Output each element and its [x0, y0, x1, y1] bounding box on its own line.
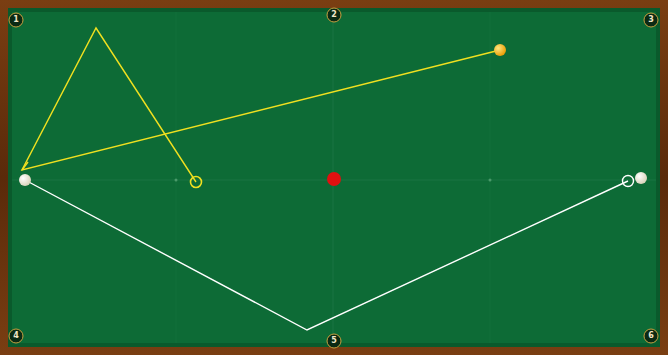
- cue-ball: [635, 172, 647, 184]
- pockets: [9, 8, 658, 348]
- spot: [175, 179, 178, 182]
- pocket-number: 4: [13, 332, 19, 340]
- cue-ball-path: [25, 180, 628, 330]
- spot: [489, 179, 492, 182]
- red-ball: [327, 172, 341, 186]
- pocket-number: 6: [648, 332, 654, 340]
- pocket-number: 1: [13, 16, 19, 24]
- ghost-ball: [623, 176, 634, 187]
- cue-ball-end: [19, 174, 31, 186]
- pocket-number: 5: [331, 337, 337, 345]
- felt: [12, 12, 656, 343]
- pocket-number: 2: [331, 11, 337, 19]
- ghost-ball: [191, 177, 202, 188]
- grid-line: [490, 12, 491, 343]
- object-ball-path: [22, 28, 500, 182]
- baulk-line: [176, 12, 177, 343]
- contact-tick: [22, 162, 28, 170]
- cushion: [8, 8, 660, 347]
- yellow-ball: [494, 44, 506, 56]
- pocket-number: 3: [648, 16, 654, 24]
